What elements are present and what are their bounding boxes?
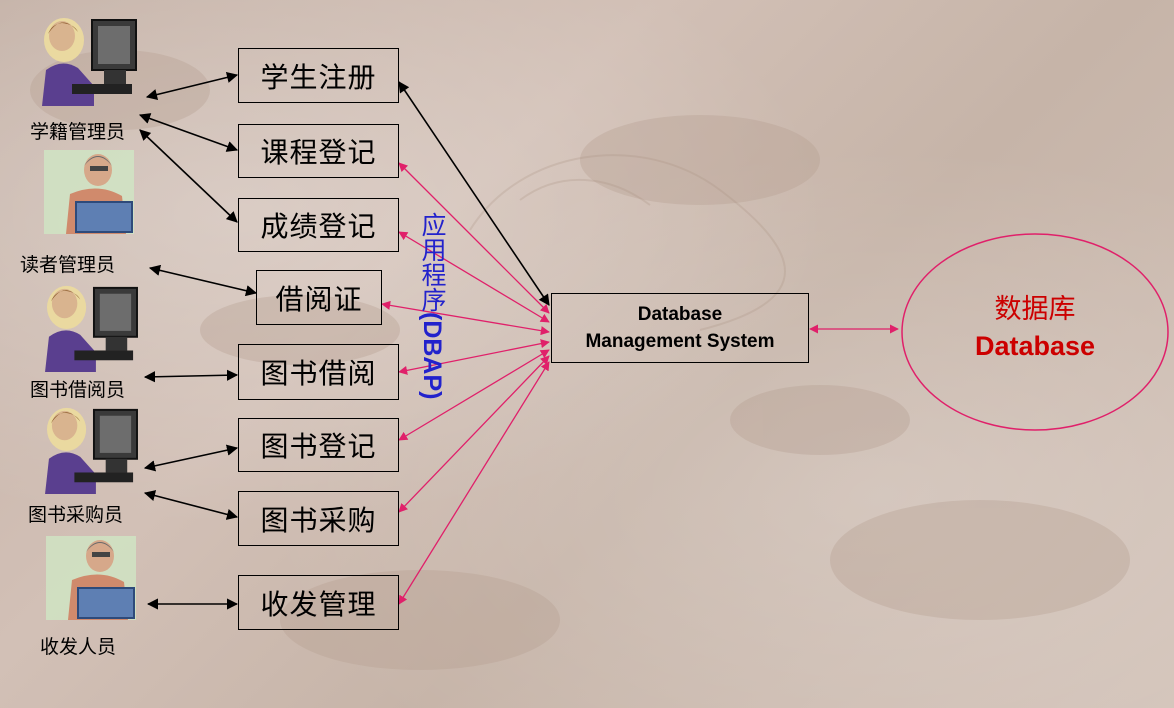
dbms-box: Database Management System xyxy=(551,293,809,363)
app-book-borrowing: 图书借阅 xyxy=(238,344,399,400)
role-label-mailroom: 收发人员 xyxy=(40,636,117,658)
dbms-line1: Database xyxy=(637,304,723,325)
dbap-label-en: (DBAP) xyxy=(418,312,446,400)
app-mail-management: 收发管理 xyxy=(238,575,399,630)
app-library-card: 借阅证 xyxy=(256,270,382,325)
app-book-registration: 图书登记 xyxy=(238,418,399,472)
link-borrow-book xyxy=(143,369,239,383)
clerk-male-laptop-icon xyxy=(44,150,134,234)
database-label-cn: 数据库 xyxy=(994,294,1076,325)
clerk-female-computer-icon xyxy=(45,285,138,372)
dbms-line2: Management System xyxy=(585,331,775,352)
role-label-librarian-borrow: 图书借阅员 xyxy=(30,379,126,401)
app-grade-registration: 成绩登记 xyxy=(238,198,399,252)
clerk-female-computer-icon xyxy=(42,18,137,106)
dbap-label: 应用程序(DBAP) xyxy=(405,212,447,400)
clerk-female-computer-icon xyxy=(45,407,138,494)
link-purchaser-register xyxy=(143,444,239,472)
database-ellipse xyxy=(901,233,1169,431)
link-card-dbms xyxy=(381,300,550,336)
link-registrar-student xyxy=(145,71,239,101)
link-mail-dbms xyxy=(398,361,550,605)
role-label-reader-admin: 读者管理员 xyxy=(20,254,116,276)
link-purchaser-purchase xyxy=(143,490,239,520)
clerk-male-laptop-icon xyxy=(46,536,136,620)
link-reader-card xyxy=(148,264,258,297)
role-label-purchaser: 图书采购员 xyxy=(28,504,124,526)
database-label: 数据库 Database xyxy=(900,292,1170,364)
database-label-en: Database xyxy=(974,331,1096,361)
dbap-label-cn: 应用程序 xyxy=(418,212,447,312)
app-course-registration: 课程登记 xyxy=(238,124,399,178)
role-label-registrar: 学籍管理员 xyxy=(30,121,126,143)
link-registrar-grade xyxy=(139,129,238,223)
app-student-registration: 学生注册 xyxy=(238,48,399,103)
app-book-purchasing: 图书采购 xyxy=(238,491,399,546)
